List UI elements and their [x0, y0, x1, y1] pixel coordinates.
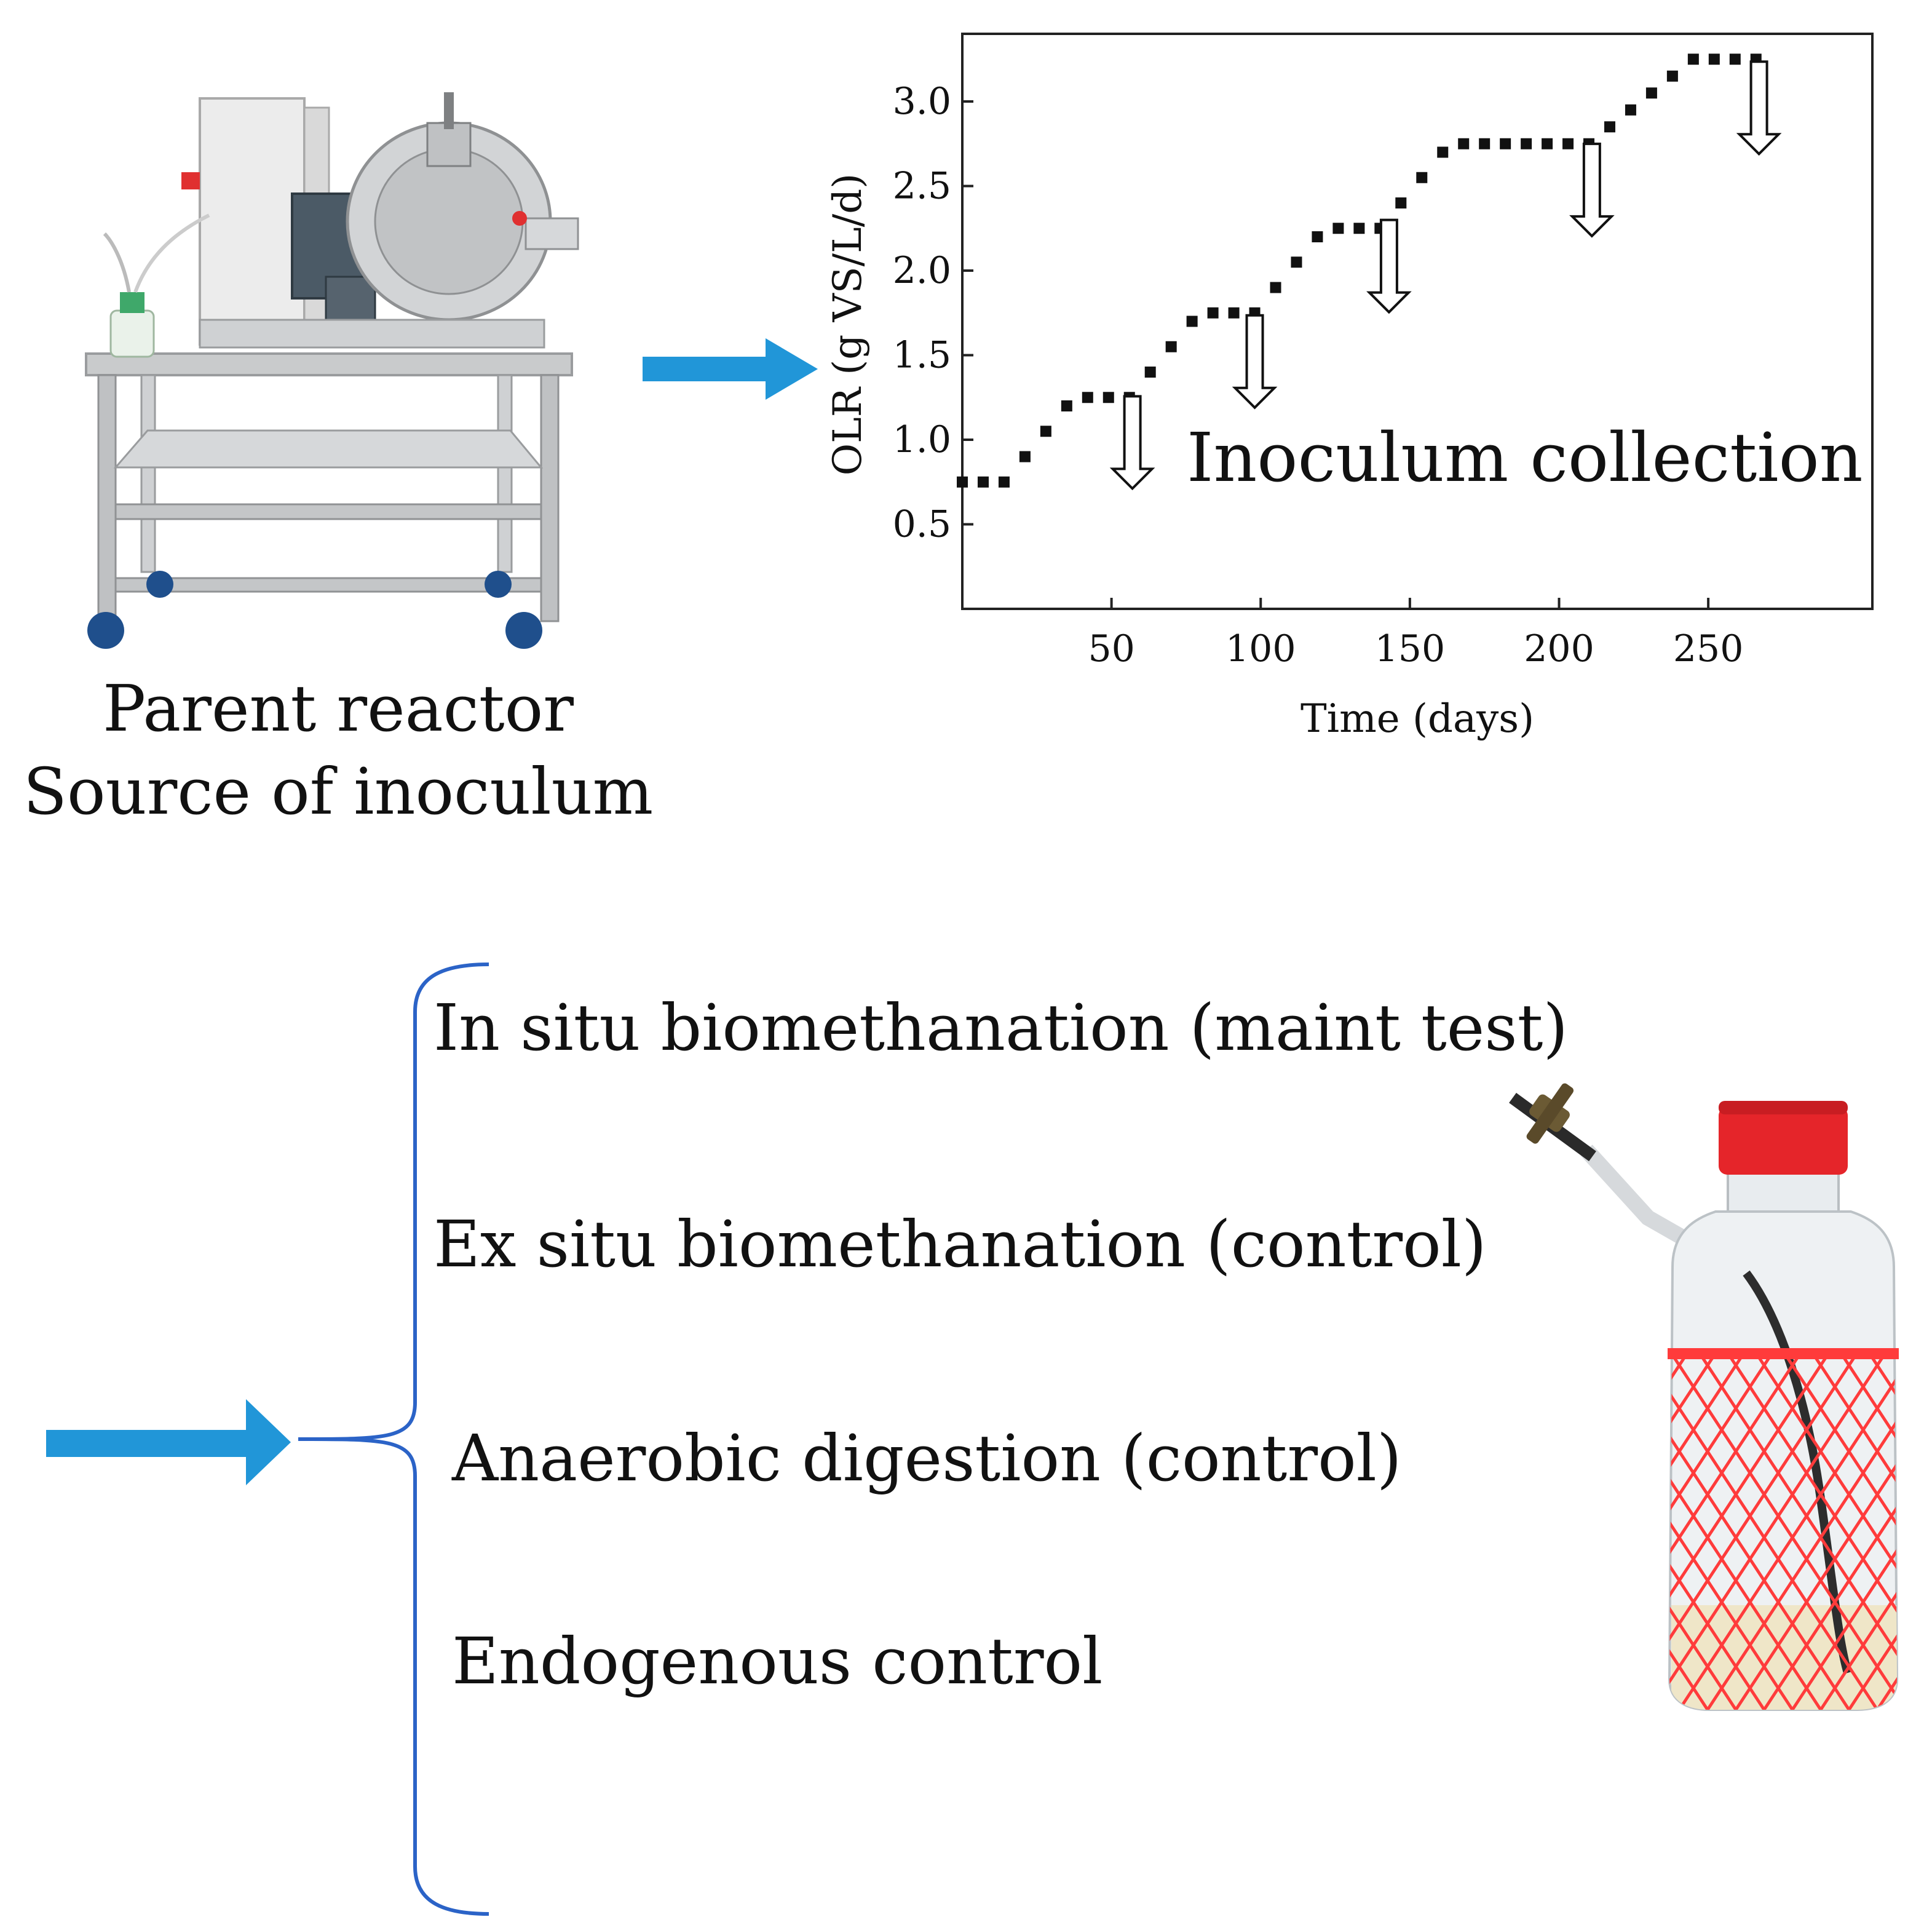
treatment-in-situ: In situ biomethanation (maint test) — [434, 990, 1569, 1065]
data-point — [1708, 54, 1720, 65]
reactor-caption-line2: Source of inoculum — [23, 754, 654, 830]
data-point — [1604, 121, 1615, 133]
x-axis-label: Time (days) — [1301, 696, 1534, 742]
data-point — [1291, 256, 1302, 268]
flow-arrow-icon — [46, 1399, 291, 1485]
collection-arrows — [1109, 60, 1782, 491]
data-point — [1270, 282, 1281, 293]
data-point — [1521, 138, 1532, 149]
data-point — [1040, 426, 1051, 437]
data-point — [1645, 87, 1657, 99]
reactor-caption-line1: Parent reactor — [102, 671, 574, 746]
data-point — [1729, 54, 1741, 65]
y-tick-label: 3.0 — [893, 80, 951, 123]
y-tick-label: 2.0 — [893, 249, 951, 292]
plot-frame — [961, 33, 1874, 610]
chart-points — [957, 54, 1762, 488]
collection-arrow-icon — [1109, 395, 1155, 491]
collection-arrow-icon — [1569, 142, 1615, 238]
data-point — [977, 476, 989, 488]
data-point — [1458, 138, 1470, 149]
data-point — [1500, 138, 1511, 149]
data-point — [1019, 451, 1031, 462]
treatment-bracket — [298, 963, 489, 1916]
data-point — [1687, 54, 1699, 65]
data-point — [1542, 138, 1553, 149]
x-tick-label: 200 — [1524, 627, 1594, 670]
data-point — [1395, 197, 1407, 208]
reactor-caption: Parent reactor Source of inoculum — [12, 667, 664, 833]
data-point — [1228, 307, 1240, 319]
data-point — [1353, 223, 1365, 234]
data-point — [1082, 392, 1093, 403]
data-point — [1479, 138, 1491, 149]
flow-arrow-icon — [643, 338, 818, 400]
data-point — [1562, 138, 1574, 149]
x-tick-label: 150 — [1375, 627, 1446, 670]
y-tick-label: 1.5 — [893, 334, 951, 377]
data-point — [1332, 223, 1344, 234]
inoculum-collection-label: Inoculum collection — [1187, 418, 1863, 497]
y-tick-label: 1.0 — [893, 418, 951, 461]
chart-axes: 50 100 150 200 250 0.5 1.0 1.5 2.0 2.5 3.0 — [893, 33, 1874, 670]
data-point — [1437, 146, 1449, 158]
data-point — [998, 476, 1010, 488]
x-tick-label: 250 — [1673, 627, 1744, 670]
data-point — [1186, 316, 1198, 327]
data-point — [1312, 231, 1323, 242]
y-tick-label: 2.5 — [893, 165, 951, 208]
collection-arrow-icon — [1366, 218, 1412, 314]
data-point — [1103, 392, 1114, 403]
treatment-ex-situ: Ex situ biomethanation (control) — [434, 1207, 1487, 1282]
y-tick-label: 0.5 — [893, 503, 951, 546]
x-tick-label: 100 — [1225, 627, 1296, 670]
data-point — [1207, 307, 1219, 319]
y-axis-label: OLR (g VS/L/d) — [825, 173, 871, 475]
data-point — [1666, 70, 1678, 82]
data-point — [1165, 341, 1177, 352]
reactor-photo — [85, 92, 579, 649]
treatment-anaerobic-digestion: Anaerobic digestion (control) — [452, 1421, 1402, 1496]
data-point — [957, 476, 968, 488]
data-point — [1625, 104, 1636, 116]
x-tick-label: 50 — [1088, 627, 1134, 670]
treatment-endogenous: Endogenous control — [452, 1624, 1103, 1699]
collection-arrow-icon — [1736, 60, 1782, 156]
collection-arrow-icon — [1232, 314, 1278, 410]
bottle-photo — [1509, 1083, 1899, 1711]
data-point — [1144, 367, 1156, 378]
data-point — [1061, 400, 1072, 411]
data-point — [1416, 172, 1428, 183]
olr-chart: 50 100 150 200 250 0.5 1.0 1.5 2.0 2.5 3.0 Time (d… — [825, 33, 1874, 742]
